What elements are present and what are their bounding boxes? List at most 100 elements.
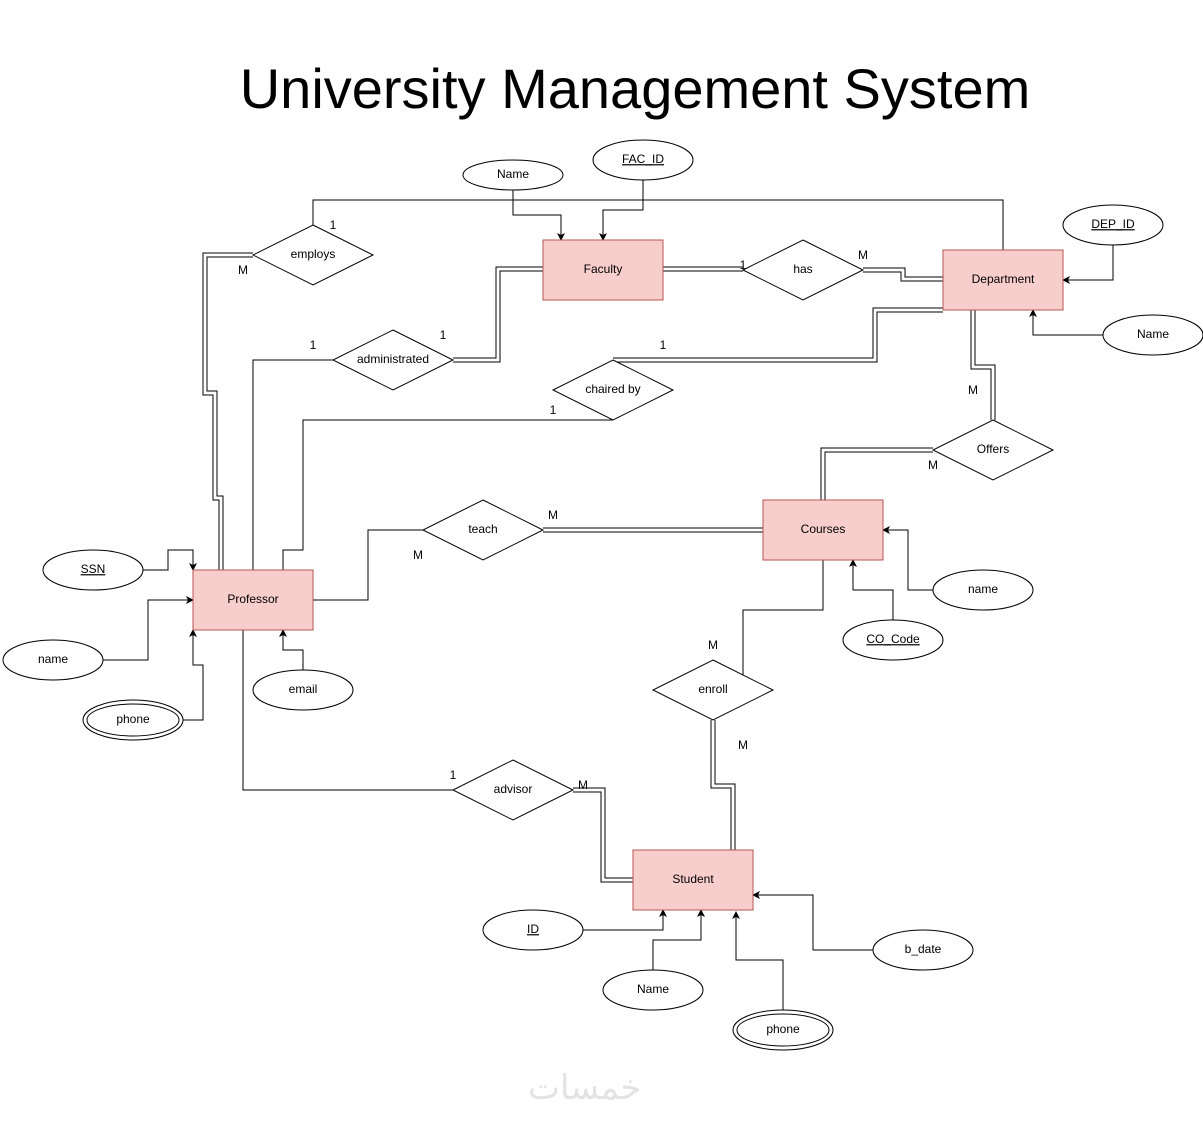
connector-employs-department (312, 199, 1004, 250)
attribute-faculty-name[interactable]: Name (462, 159, 564, 191)
relationship-administrated-label: administrated (357, 352, 429, 366)
cardinality-teach-courses: M (548, 508, 558, 522)
connector-faculty-name (512, 190, 565, 241)
connector-student-name (652, 909, 705, 970)
connector-b-date (752, 891, 873, 951)
connector-administrated-faculty (453, 266, 543, 363)
cardinality-offers-department: M (968, 383, 978, 397)
attribute-student-id-label: ID (527, 922, 539, 936)
cardinality-employs-department: 1 (330, 218, 337, 232)
relationship-has[interactable]: has (741, 239, 865, 301)
cardinality-enroll-courses: M (708, 638, 718, 652)
attribute-student-id[interactable]: ID (482, 909, 584, 951)
relationship-administrated[interactable]: administrated (331, 329, 455, 391)
cardinality-advisor-professor: 1 (450, 768, 457, 782)
relationship-teach-label: teach (468, 522, 497, 536)
watermark-logo: خمسات (528, 1068, 642, 1108)
attribute-ssn-label: SSN (81, 562, 106, 576)
connector-department-offers (970, 310, 996, 420)
connector-professor-advisor (242, 628, 453, 791)
cardinality-administrated-faculty: 1 (440, 328, 447, 342)
connector-dep-id (1062, 240, 1114, 284)
attribute-student-name-label: Name (637, 982, 669, 996)
relationship-has-label: has (793, 262, 812, 276)
relationship-chaired-by-label: chaired by (585, 382, 640, 396)
entity-student[interactable]: Student (632, 849, 754, 911)
connector-employs-professor (202, 252, 253, 570)
attribute-professor-phone[interactable]: phone (82, 699, 184, 741)
connector-offers-courses (820, 447, 933, 500)
connector-course-name (882, 526, 933, 591)
relationship-employs-label: employs (291, 247, 336, 261)
attribute-b-date-label: b_date (905, 942, 942, 956)
connector-co-code (849, 559, 894, 620)
relationship-enroll[interactable]: enroll (651, 659, 775, 721)
attribute-fac-id[interactable]: FAC_ID (592, 139, 694, 181)
diagram-title: University Management System (239, 57, 1031, 120)
relationship-chaired-by[interactable]: chaired by (551, 359, 675, 421)
cardinality-chairedby-professor: 1 (550, 403, 557, 417)
entity-department-label: Department (972, 272, 1035, 286)
attribute-fac-id-label: FAC_ID (622, 152, 664, 166)
relationship-teach[interactable]: teach (421, 499, 545, 561)
relationship-advisor-label: advisor (494, 782, 533, 796)
relationship-offers-label: Offers (977, 442, 1009, 456)
attribute-student-phone[interactable]: phone (732, 1009, 834, 1051)
connector-advisor-student (573, 787, 633, 883)
attribute-b-date[interactable]: b_date (872, 929, 974, 971)
connector-ssn (143, 549, 197, 571)
attribute-co-code-label: CO_Code (866, 632, 920, 646)
connector-fac-id (599, 180, 644, 241)
attribute-student-phone-label: phone (766, 1022, 800, 1036)
attribute-email-label: email (289, 682, 318, 696)
entity-faculty-label: Faculty (584, 262, 623, 276)
cardinality-advisor-student: M (578, 778, 588, 792)
attribute-course-name-label: name (968, 582, 998, 596)
connector-has-department (863, 267, 943, 282)
cardinality-has-department: M (858, 248, 868, 262)
connector-courses-enroll (742, 560, 824, 675)
attribute-department-name[interactable]: Name (1102, 314, 1203, 356)
entity-courses[interactable]: Courses (762, 499, 884, 561)
attribute-professor-name[interactable]: name (2, 639, 104, 681)
attribute-dep-id-label: DEP_ID (1091, 217, 1135, 231)
attribute-dep-id[interactable]: DEP_ID (1062, 204, 1164, 246)
connector-student-id (583, 909, 667, 931)
connector-professor-phone (183, 629, 204, 721)
attribute-professor-phone-label: phone (116, 712, 150, 726)
connector-email (279, 629, 304, 670)
entity-department[interactable]: Department (942, 249, 1064, 311)
cardinality-labels: 1 M 1 M 1 1 1 1 M M M M M M 1 M (238, 218, 978, 792)
relationship-enroll-label: enroll (698, 682, 727, 696)
connector-chairedby-professor (282, 419, 613, 570)
entity-professor[interactable]: Professor (192, 569, 314, 631)
attribute-ssn[interactable]: SSN (42, 549, 144, 591)
relationship-offers[interactable]: Offers (931, 419, 1055, 481)
attribute-course-name[interactable]: name (932, 569, 1034, 611)
attribute-email[interactable]: email (252, 669, 354, 711)
entity-professor-label: Professor (227, 592, 278, 606)
attribute-professor-name-label: name (38, 652, 68, 666)
attribute-department-name-label: Name (1137, 327, 1169, 341)
entity-courses-label: Courses (801, 522, 846, 536)
entity-student-label: Student (672, 872, 714, 886)
cardinality-has-faculty: 1 (740, 258, 747, 272)
cardinality-employs-professor: M (238, 263, 248, 277)
cardinality-offers-courses: M (928, 458, 938, 472)
attribute-co-code[interactable]: CO_Code (842, 619, 944, 661)
connector-professor-teach (313, 529, 423, 601)
connector-professor-name (103, 596, 194, 661)
cardinality-chairedby-department: 1 (660, 338, 667, 352)
attribute-student-name[interactable]: Name (602, 969, 704, 1011)
connector-student-phone (732, 911, 784, 1010)
relationship-advisor[interactable]: advisor (451, 759, 575, 821)
cardinality-teach-professor: M (413, 548, 423, 562)
connector-administrated-professor (252, 359, 333, 570)
attribute-faculty-name-label: Name (497, 167, 529, 181)
relationship-employs[interactable]: employs (251, 224, 375, 286)
connector-enroll-student (710, 720, 736, 850)
cardinality-enroll-student: M (738, 738, 748, 752)
entity-faculty[interactable]: Faculty (542, 239, 664, 301)
connectors (103, 180, 1114, 1010)
